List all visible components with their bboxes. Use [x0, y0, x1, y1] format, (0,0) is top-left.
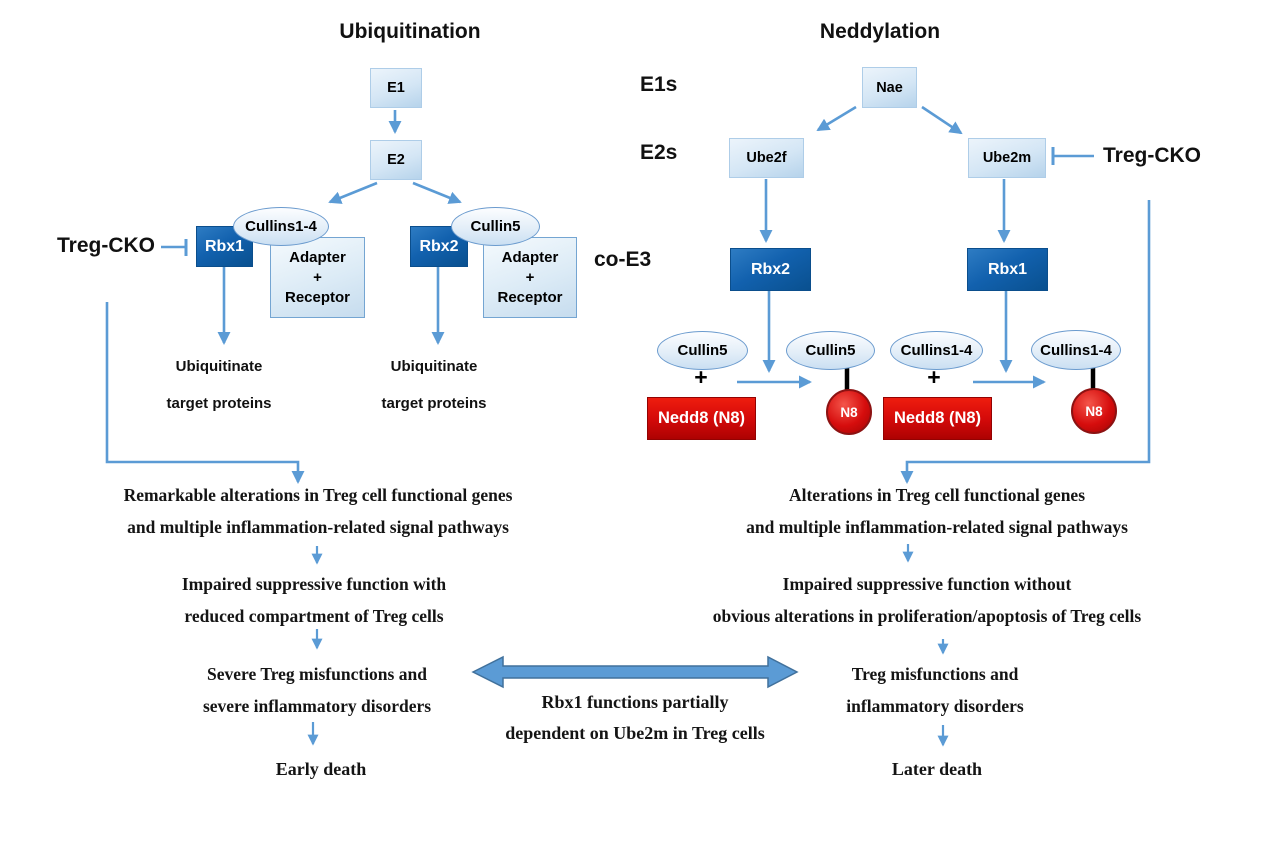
elbow-right-to-flow [900, 200, 1151, 484]
cullin5-product-ellipse: Cullin5 [786, 331, 875, 370]
right-flow-step1: Alterations in Treg cell functional gene… [746, 479, 1128, 543]
left-flow-step2-line1: Impaired suppressive function with [181, 574, 447, 594]
nae-box: Nae [862, 67, 917, 108]
left-flow-step2-line2: reduced compartment of Treg cells [184, 606, 444, 626]
plus-line: + [525, 268, 535, 286]
title-neddylation: Neddylation [819, 20, 941, 43]
left-flow-step1-line1: Remarkable alterations in Treg cell func… [123, 485, 513, 505]
e2-box: E2 [370, 140, 422, 180]
treg-cko-label-right: Treg-CKO [1102, 144, 1202, 167]
center-note-line1: Rbx1 functions partially [541, 692, 729, 712]
ube2f-box: Ube2f [729, 138, 804, 178]
receptor-line: Receptor [284, 288, 351, 306]
left-flow-step3-line1: Severe Treg misfunctions and [207, 664, 427, 684]
left-flow-step1: Remarkable alterations in Treg cell func… [124, 479, 513, 543]
cullin5-substrate-ellipse: Cullin5 [657, 331, 748, 370]
arrow-e2-complex1 [328, 181, 378, 204]
e1-box: E1 [370, 68, 422, 108]
plus-sign-reaction1: + [694, 364, 708, 390]
arrow-nae-ube2f [816, 105, 857, 132]
n8-circle-2: N8 [1071, 388, 1117, 434]
right-flow-step2: Impaired suppressive function without ob… [713, 568, 1141, 632]
right-flow-step1-line2: and multiple inflammation-related signal… [746, 517, 1128, 537]
right-flow-step3: Treg misfunctions and inflammatory disor… [846, 658, 1023, 722]
left-flow-step3-line2: severe inflammatory disorders [202, 696, 432, 716]
level-label-e1s: E1s [640, 73, 678, 96]
nedd8-box-1: Nedd8 (N8) [647, 397, 756, 440]
rbx2-box-right: Rbx2 [730, 248, 811, 291]
n8-circle-1: N8 [826, 389, 872, 435]
elbow-left-to-flow [105, 302, 305, 484]
right-flow-step2-line2: obvious alterations in proliferation/apo… [712, 606, 1142, 626]
plus-line: + [313, 268, 322, 286]
arrow-nae-ube2m [921, 105, 963, 135]
adapter-line: Adapter [501, 248, 559, 266]
center-note: Rbx1 functions partially dependent on Ub… [505, 687, 765, 749]
title-ubiquitination: Ubiquitination [339, 20, 481, 43]
plus-sign-reaction2: + [927, 364, 941, 390]
ube2m-box: Ube2m [968, 138, 1046, 178]
double-headed-arrow [471, 655, 799, 689]
right-flow-step3-line2: inflammatory disorders [846, 696, 1024, 716]
target-proteins-label-2: target proteins [381, 395, 487, 412]
target-proteins-label-1: target proteins [166, 395, 272, 412]
left-flow-step1-line2: and multiple inflammation-related signal… [127, 517, 509, 537]
cullins1-4-product-ellipse: Cullins1-4 [1031, 330, 1121, 370]
ubiquitinate-label-2: Ubiquitinate [390, 358, 478, 375]
cullins1-4-ellipse-left: Cullins1-4 [233, 207, 329, 246]
right-flow-step4: Later death [891, 759, 983, 779]
level-label-co-e3: co-E3 [594, 248, 652, 271]
level-label-e2s: E2s [640, 141, 678, 164]
right-flow-step3-line1: Treg misfunctions and [851, 664, 1019, 684]
right-flow-step2-line1: Impaired suppressive function without [782, 574, 1072, 594]
rbx1-box-right: Rbx1 [967, 248, 1048, 291]
cullin5-ellipse-left: Cullin5 [451, 207, 540, 246]
right-flow-step1-line1: Alterations in Treg cell functional gene… [788, 485, 1086, 505]
receptor-line: Receptor [497, 288, 563, 306]
nedd8-box-2: Nedd8 (N8) [883, 397, 992, 440]
adapter-receptor-box-1: Adapter + Receptor [270, 237, 365, 318]
left-flow-step3: Severe Treg misfunctions and severe infl… [203, 658, 431, 722]
treg-cko-label-left: Treg-CKO [56, 234, 156, 257]
left-flow-step4: Early death [275, 759, 367, 779]
adapter-line: Adapter [289, 248, 346, 266]
cullins1-4-substrate-ellipse: Cullins1-4 [890, 331, 983, 370]
ubiquitinate-label-1: Ubiquitinate [175, 358, 263, 375]
arrow-e2-complex2 [412, 181, 462, 204]
center-note-line2: dependent on Ube2m in Treg cells [505, 723, 765, 743]
adapter-receptor-box-2: Adapter + Receptor [483, 237, 577, 318]
left-flow-step2: Impaired suppressive function with reduc… [182, 568, 446, 632]
